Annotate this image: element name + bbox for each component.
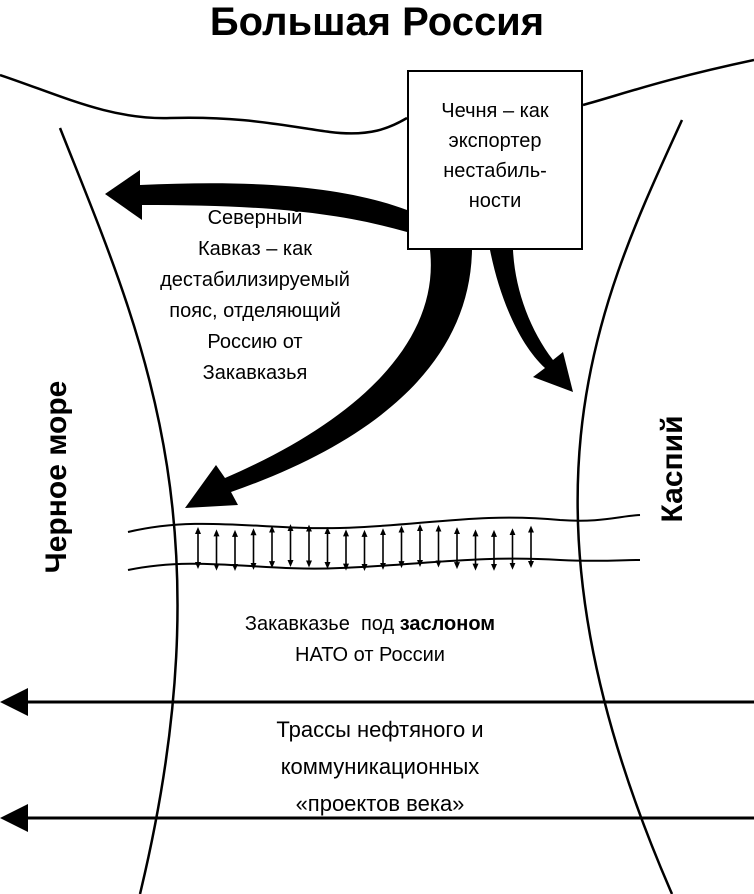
routes-line: «проектов века» xyxy=(295,791,465,816)
routes-line: коммуникационных xyxy=(280,754,480,779)
arrow-to-transcaucasia xyxy=(185,250,472,508)
chechnya-line: ности xyxy=(468,190,522,212)
transcaucasia-prefix: Закавказье под xyxy=(244,613,400,635)
north-caucasus-line: Северный xyxy=(207,207,303,229)
diagram-title: Большая Россия xyxy=(209,0,545,44)
transcaucasia-line-1: Закавказье под заслоном xyxy=(150,609,590,640)
north-caucasus-line: Россию от xyxy=(207,331,303,353)
transcaucasia-bold-word: заслоном xyxy=(399,613,496,635)
north-caucasus-line: Закавказья xyxy=(202,362,308,384)
transcaucasia-label: Закавказье под заслоном НАТО от России xyxy=(150,609,590,671)
barrier-line-top xyxy=(127,514,641,533)
transcaucasia-line-2: НАТО от России xyxy=(295,644,445,666)
north-caucasus-line: дестабилизируемый xyxy=(160,269,350,291)
north-caucasus-line: пояс, отделяющий xyxy=(169,300,341,322)
russia-border-line xyxy=(0,73,408,135)
route-arrow-upper-head xyxy=(0,688,28,716)
arrow-to-caspian xyxy=(490,250,573,392)
chechnya-line: Чечня – как xyxy=(441,100,549,122)
north-caucasus-line: Кавказ – как xyxy=(198,238,312,260)
route-arrow-lower-head xyxy=(0,804,28,832)
chechnya-box: Чечня – как экспортер нестабиль- ности xyxy=(407,70,583,250)
chechnya-line: экспортер xyxy=(448,130,542,152)
chechnya-box-text: Чечня – как экспортер нестабиль- ности xyxy=(409,96,581,216)
arrow-to-west xyxy=(105,170,407,232)
caspian-label: Каспий xyxy=(656,415,689,523)
routes-line: Трассы нефтяного и xyxy=(276,717,484,742)
barrier-double-arrows xyxy=(195,524,534,571)
caspian-shore xyxy=(576,119,684,894)
routes-label: Трассы нефтяного и коммуникационных «про… xyxy=(190,711,570,822)
north-caucasus-label: Северный Кавказ – как дестабилизируемый … xyxy=(110,203,400,389)
black-sea-label: Черное море xyxy=(40,380,73,574)
chechnya-line: нестабиль- xyxy=(443,160,547,182)
russia-border-line-right xyxy=(582,58,754,107)
black-sea-shore xyxy=(58,127,179,894)
barrier-line-bottom xyxy=(127,557,641,571)
